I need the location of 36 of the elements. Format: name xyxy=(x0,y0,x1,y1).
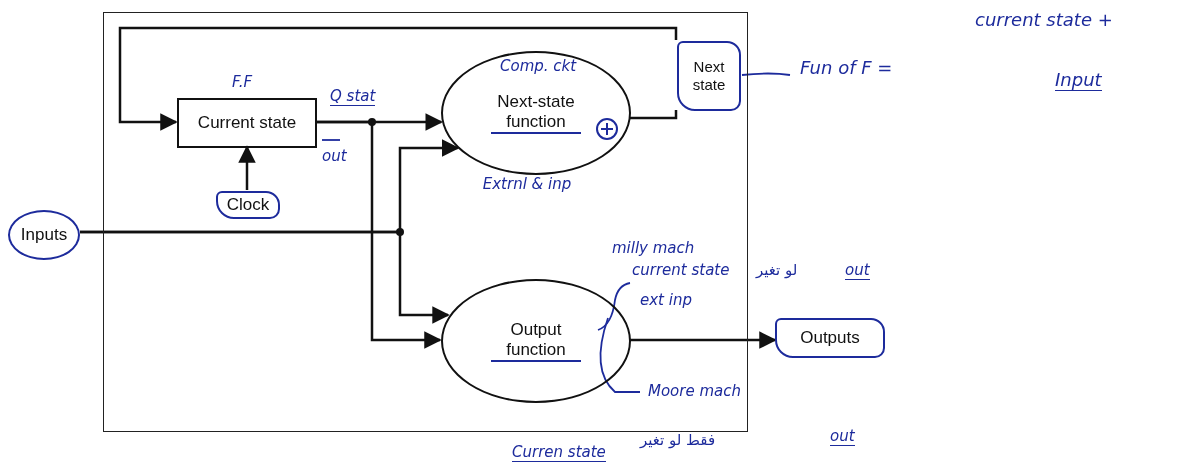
handwritten-note: out xyxy=(322,148,347,165)
handwritten-note: out xyxy=(830,428,855,446)
connector-arrow xyxy=(316,120,442,349)
handwritten-note: F.F xyxy=(232,74,253,91)
connector-arrow xyxy=(118,26,678,131)
handwritten-note: out xyxy=(845,262,870,280)
state-register-box xyxy=(177,98,317,148)
connector-arrow xyxy=(80,230,450,324)
node-label: Current state xyxy=(197,112,297,134)
handwritten-note: Comp. ckt xyxy=(500,58,577,75)
handwritten-note: فقط لو تغير xyxy=(640,432,716,449)
node-label: Outputs xyxy=(800,327,860,349)
handwritten-note: current state xyxy=(632,262,730,279)
node-label: Output function xyxy=(491,319,581,363)
handwritten-note: لو تغير xyxy=(756,262,798,279)
handwritten-note: Curren state xyxy=(512,444,606,462)
node-label: Next-state function xyxy=(491,91,581,135)
handwritten-note: Q stat xyxy=(330,88,376,106)
circled-label xyxy=(216,191,280,219)
circled-label xyxy=(8,210,80,260)
node-label: Next state xyxy=(691,58,727,94)
handwritten-note: current state + xyxy=(975,10,1113,30)
handwritten-note: Fun of F = xyxy=(800,58,893,78)
handwritten-note: milly mach xyxy=(612,240,695,257)
connector-arrow xyxy=(630,331,777,349)
handwritten-note: Input xyxy=(1055,70,1102,91)
node-label: Clock xyxy=(226,194,270,216)
handwritten-note: Extrnl & inp xyxy=(481,176,573,193)
function-ellipse xyxy=(441,51,631,175)
circled-label xyxy=(775,318,885,358)
connector-arrow xyxy=(238,145,256,190)
handwritten-note: Moore mach xyxy=(648,383,742,400)
node-label: Inputs xyxy=(20,224,68,246)
frame-box xyxy=(103,12,748,432)
circled-label xyxy=(677,41,741,111)
function-ellipse xyxy=(441,279,631,403)
